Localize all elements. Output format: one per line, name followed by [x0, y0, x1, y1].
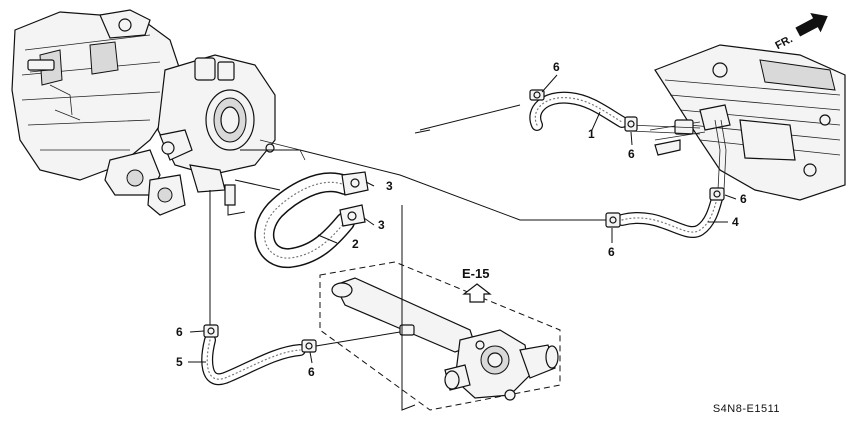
clamp-6-upper-right [624, 116, 638, 132]
callout-6-upper-right: 6 [628, 147, 635, 161]
clamp-6-lower [301, 339, 317, 353]
callout-3-lower: 3 [378, 218, 385, 232]
callout-3-upper: 3 [386, 179, 393, 193]
callout-2: 2 [352, 237, 359, 251]
clamp-3-upper [341, 171, 369, 196]
intake-manifold [11, 9, 181, 196]
callout-6-mid: 6 [608, 245, 615, 259]
throttle-body [147, 54, 306, 216]
callout-1: 1 [588, 127, 595, 141]
clamp-6-mid-right [709, 187, 725, 201]
front-direction-indicator: FR. [773, 12, 828, 52]
hose-2 [254, 172, 355, 268]
clamp-6-lower-left [203, 324, 219, 338]
hose-1 [529, 91, 628, 131]
leader-lines [188, 74, 737, 411]
engine-pipe [714, 119, 727, 191]
water-passage-group [319, 261, 561, 411]
clamp-3-lower [339, 204, 366, 227]
hose-4 [616, 189, 724, 238]
engine-block [649, 44, 846, 201]
hose-5 [201, 334, 306, 386]
clamp-6-upper-left [529, 89, 545, 101]
front-arrow-icon [795, 12, 828, 37]
reference-arrow-icon [462, 283, 492, 303]
clamp-6-mid [605, 212, 621, 228]
reference-label: E-15 [462, 266, 489, 281]
front-direction-label: FR. [773, 33, 794, 52]
pipe-to-engine-1 [629, 124, 701, 135]
diagram-code: S4N8-E1511 [713, 403, 780, 415]
callout-4: 4 [732, 215, 739, 229]
callout-6-lower: 6 [308, 365, 315, 379]
callout-5: 5 [176, 355, 183, 369]
callout-6-mid-right: 6 [740, 192, 747, 206]
callout-6-lower-left: 6 [176, 325, 183, 339]
callout-6-upper-left: 6 [553, 60, 560, 74]
